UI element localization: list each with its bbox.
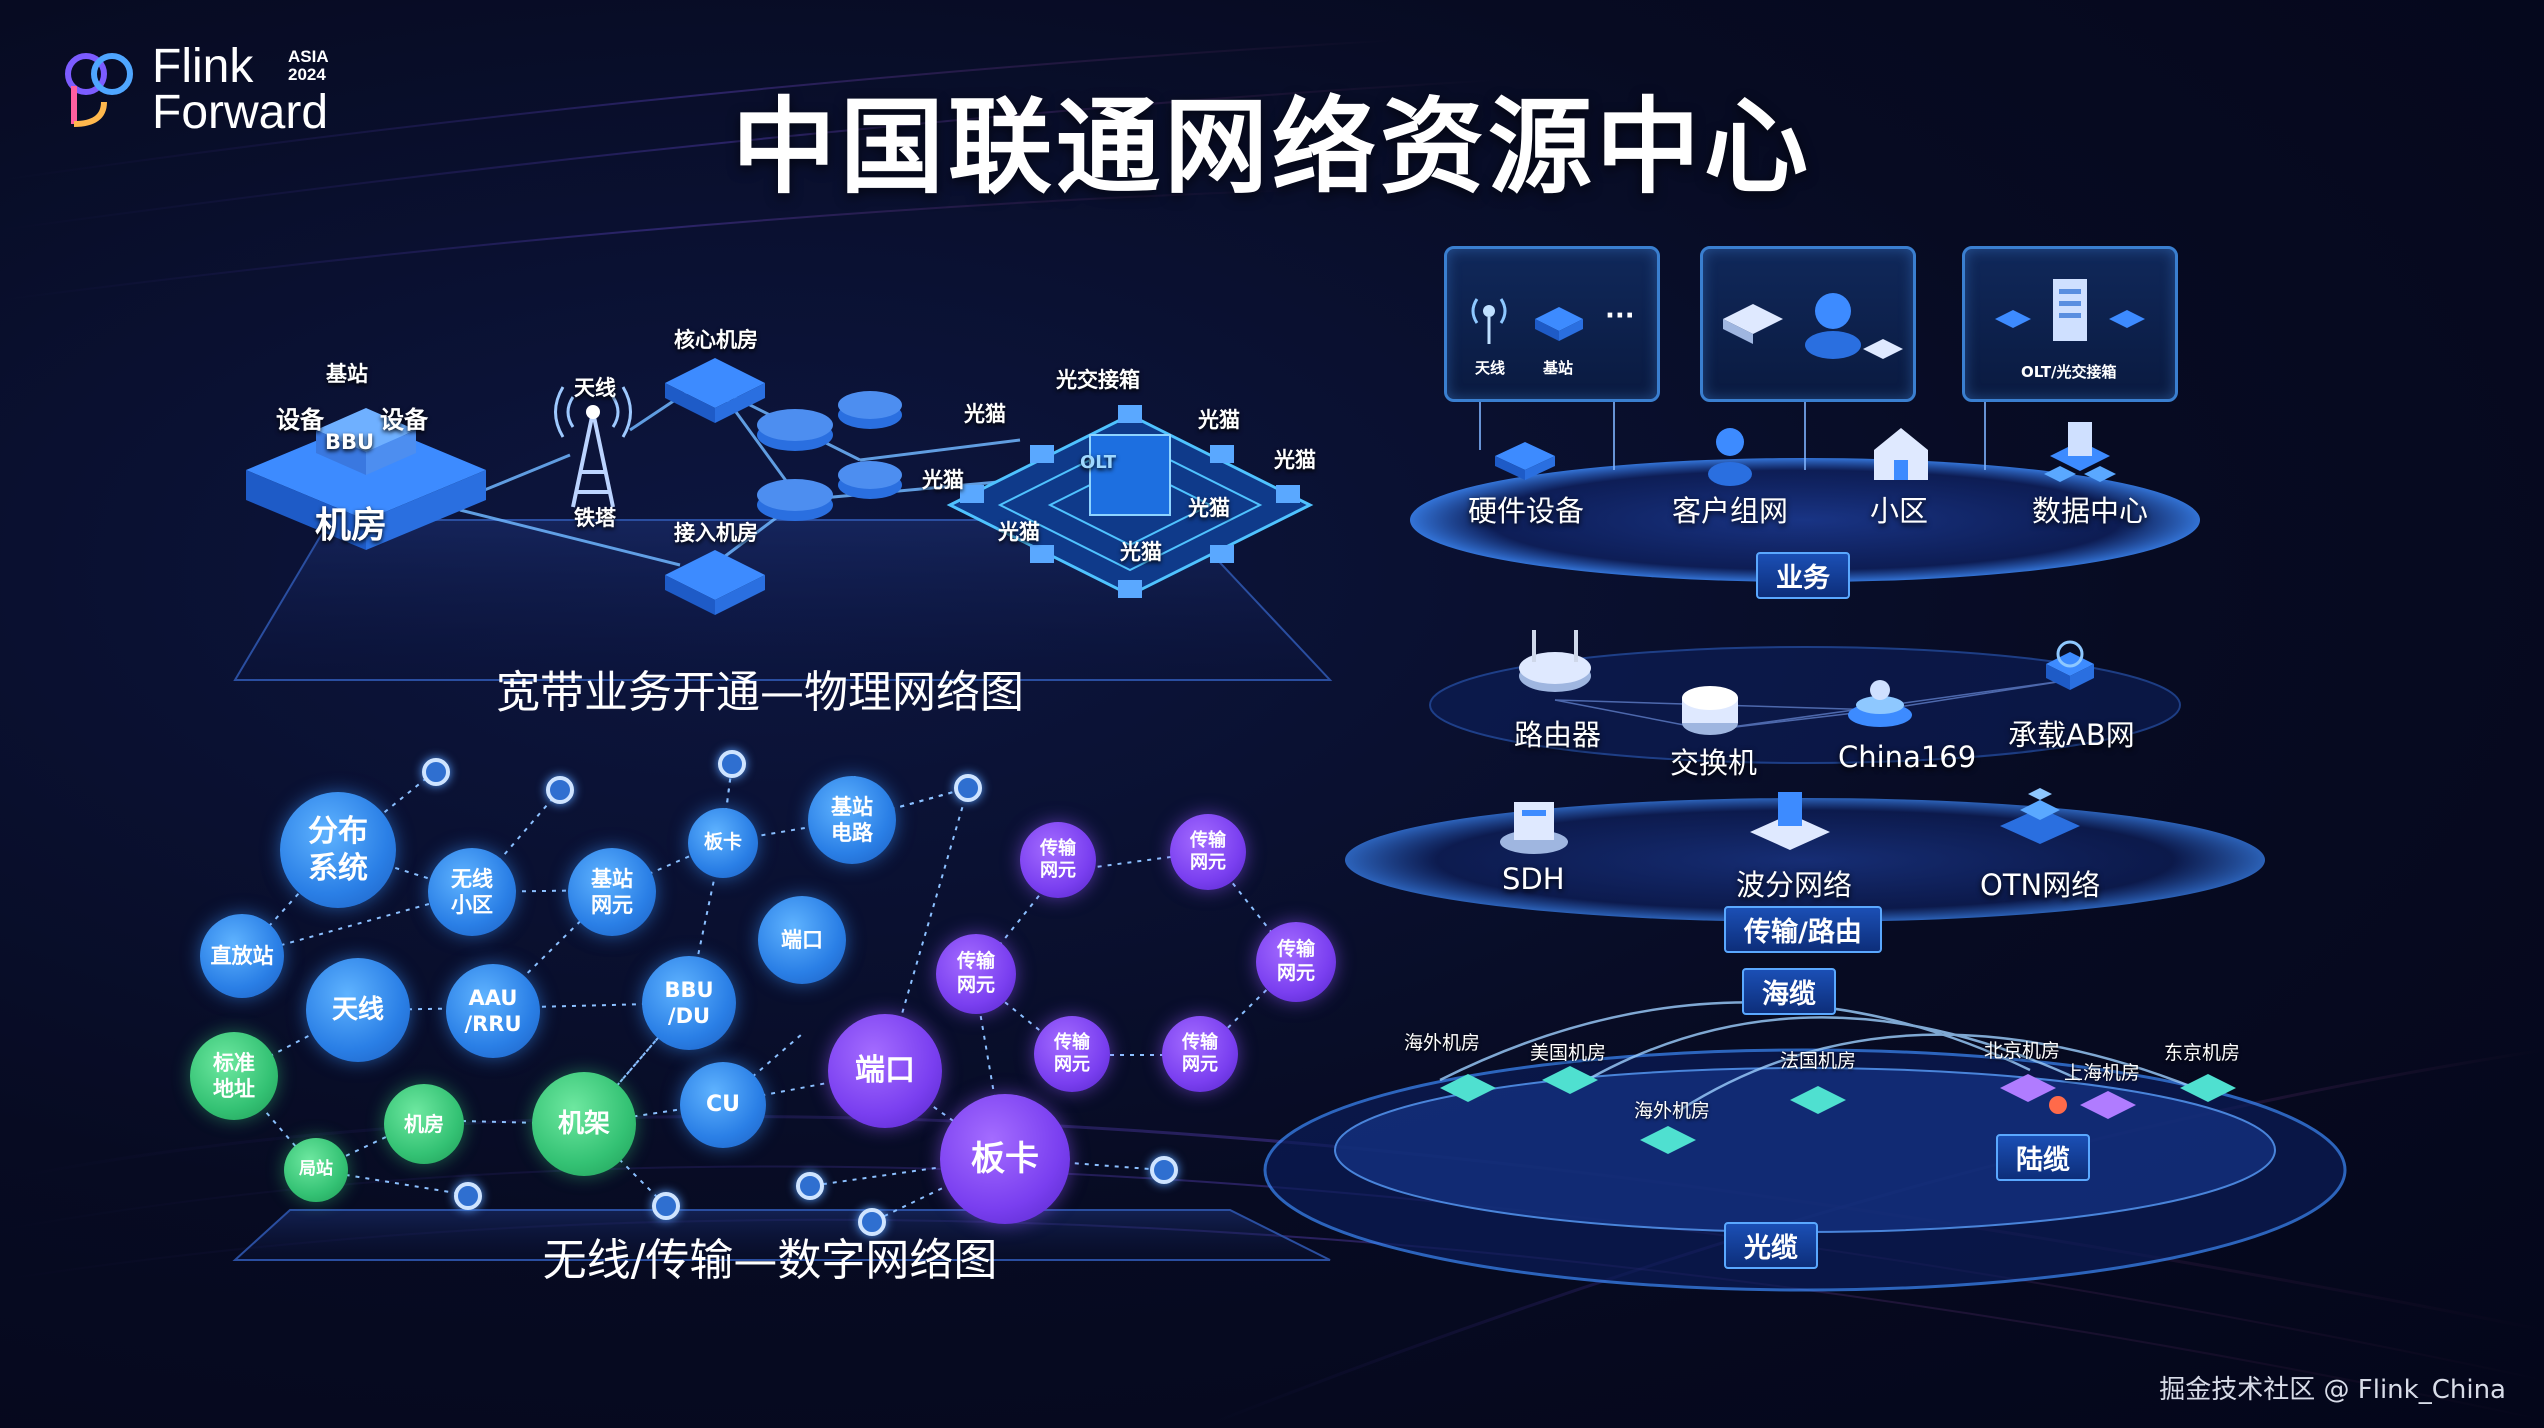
node-dot <box>546 776 574 804</box>
customer-network-icon <box>1703 249 1913 399</box>
node-jizhan-wangyuan: 基站 网元 <box>568 848 656 936</box>
city-overseas-1: 海外机房 <box>1404 1028 1480 1055</box>
lbl-guangmao-2: 光猫 <box>1198 404 1240 434</box>
node-dot <box>796 1172 824 1200</box>
panel-dots: ··· <box>1605 301 1635 331</box>
lbl-guangmao-7: 光猫 <box>1120 536 1162 566</box>
node-chuanshu-3: 传输 网元 <box>936 934 1016 1014</box>
node-jizhan-dianlu: 基站 电路 <box>808 776 896 864</box>
node-chuanshu-1: 传输 网元 <box>1020 822 1096 898</box>
lbl-tianxian: 天线 <box>574 372 616 402</box>
lbl-guangmao-1: 光猫 <box>964 398 1006 428</box>
node-aau-rru: AAU /RRU <box>446 964 540 1058</box>
lbl-bbu: BBU <box>325 430 374 454</box>
tag-lulan: 陆缆 <box>1996 1134 2090 1181</box>
node-dot <box>954 774 982 802</box>
biz-hardware: 硬件设备 <box>1468 488 1584 530</box>
wdm-icon <box>1740 782 1840 862</box>
digital-caption: 无线/传输—数字网络图 <box>460 1224 1080 1288</box>
node-chuanshu-4: 传输 网元 <box>1256 922 1336 1002</box>
node-biaozhun-dizhi: 标准 地址 <box>190 1032 278 1120</box>
node-dot <box>422 758 450 786</box>
route-router: 路由器 <box>1514 712 1601 754</box>
node-zhifangzhan: 直放站 <box>200 914 284 998</box>
node-cu: CU <box>680 1062 766 1148</box>
watermark: 掘金技术社区 @ Flink_China <box>2159 1369 2506 1406</box>
lbl-hexin: 核心机房 <box>674 324 758 354</box>
city-france: 法国机房 <box>1780 1046 1856 1073</box>
panel-lbl-tianxian: 天线 <box>1475 357 1505 378</box>
route-china169: China169 <box>1838 740 1976 774</box>
city-shanghai: 上海机房 <box>2064 1058 2140 1085</box>
tag-business: 业务 <box>1756 552 1850 599</box>
panel-customer <box>1700 246 1916 402</box>
biz-datacenter: 数据中心 <box>2032 488 2148 530</box>
panel-lbl-jizhan: 基站 <box>1543 357 1573 378</box>
node-chuanshu-2: 传输 网元 <box>1170 814 1246 890</box>
route-bearer: 承载AB网 <box>2008 712 2135 754</box>
lbl-olt: OLT <box>1080 452 1116 473</box>
customer-icon <box>1700 420 1760 490</box>
node-juzhan: 局站 <box>284 1138 348 1202</box>
china169-icon <box>1840 660 1920 740</box>
switch-cluster-icon <box>740 375 910 535</box>
biz-community: 小区 <box>1870 488 1928 530</box>
node-dot <box>1150 1156 1178 1184</box>
bearer-ab-icon <box>2030 624 2110 704</box>
physical-caption: 宽带业务开通—物理网络图 <box>460 656 1060 720</box>
tag-haolan: 海缆 <box>1742 968 1836 1015</box>
tag-guanglan: 光缆 <box>1724 1222 1818 1269</box>
lbl-guangmao-6: 光猫 <box>998 516 1040 546</box>
city-overseas-2: 海外机房 <box>1634 1096 1710 1123</box>
biz-customer: 客户组网 <box>1672 488 1788 530</box>
node-dot <box>718 750 746 778</box>
lbl-guangjiao: 光交接箱 <box>1056 364 1140 394</box>
node-wuxian-xiaoqu: 无线 小区 <box>428 848 516 936</box>
transport-sdh: SDH <box>1502 862 1565 896</box>
otn-icon <box>1990 776 2090 856</box>
switch-icon <box>1670 668 1750 748</box>
node-dot <box>652 1192 680 1220</box>
lbl-tieta: 铁塔 <box>574 502 616 532</box>
lbl-jifang: 机房 <box>315 496 387 548</box>
tag-transport: 传输/路由 <box>1724 906 1882 953</box>
lbl-shebei-right: 设备 <box>380 400 428 435</box>
city-tokyo: 东京机房 <box>2164 1038 2240 1065</box>
panel-tianxian-jizhan: 天线 基站 ··· <box>1444 246 1660 402</box>
node-duankou-big: 端口 <box>828 1014 942 1128</box>
node-duankou-small: 端口 <box>758 896 846 984</box>
lbl-guangmao-4: 光猫 <box>922 464 964 494</box>
node-jifang: 机房 <box>384 1084 464 1164</box>
node-banka-small: 板卡 <box>688 808 758 878</box>
hardware-icon <box>1490 428 1560 488</box>
datacenter-icon <box>2040 416 2120 492</box>
transport-wdm: 波分网络 <box>1736 862 1852 904</box>
city-usa: 美国机房 <box>1530 1038 1606 1065</box>
community-icon <box>1866 420 1936 490</box>
panel-lbl-olt: OLT/光交接箱 <box>2021 361 2117 382</box>
lbl-guangmao-5: 光猫 <box>1188 492 1230 522</box>
lbl-guangmao-3: 光猫 <box>1274 444 1316 474</box>
lbl-jizhan: 基站 <box>326 358 368 388</box>
route-switch: 交换机 <box>1670 740 1757 782</box>
node-bbu-du: BBU /DU <box>642 956 736 1050</box>
panel-olt: OLT/光交接箱 <box>1962 246 2178 402</box>
node-tianxian: 天线 <box>306 958 410 1062</box>
transport-otn: OTN网络 <box>1980 862 2100 904</box>
node-chuanshu-6: 传输 网元 <box>1162 1016 1238 1092</box>
city-beijing: 北京机房 <box>1984 1036 2060 1063</box>
node-banka-big: 板卡 <box>940 1094 1070 1224</box>
slide-title: 中国联通网络资源中心 <box>0 62 2544 213</box>
node-chuanshu-5: 传输 网元 <box>1034 1016 1110 1092</box>
node-dot <box>454 1182 482 1210</box>
sdh-icon <box>1494 790 1574 860</box>
node-fenbu-xitong: 分布 系统 <box>280 792 396 908</box>
lbl-shebei-left: 设备 <box>276 400 324 435</box>
node-jijia: 机架 <box>532 1072 636 1176</box>
router-icon <box>1510 618 1600 708</box>
